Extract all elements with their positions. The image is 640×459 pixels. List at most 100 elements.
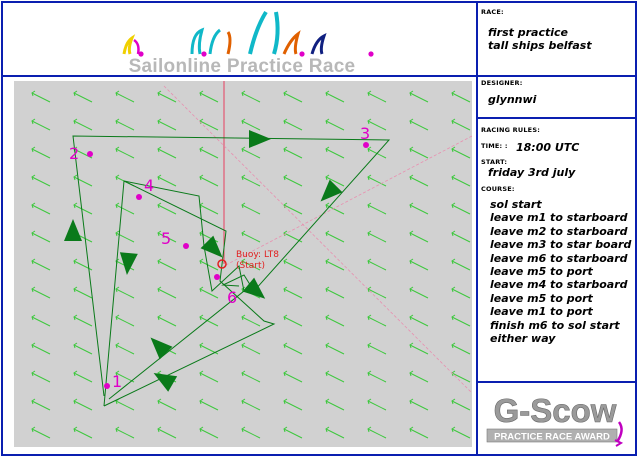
wind-arrow-icon xyxy=(241,258,261,271)
wind-arrow-icon xyxy=(199,90,219,103)
header-divider xyxy=(1,75,477,77)
wind-arrow-icon xyxy=(367,90,387,103)
race-line-1: first practice xyxy=(488,26,568,39)
wind-arrow-icon xyxy=(199,174,219,187)
wind-arrow-icon xyxy=(325,286,345,299)
course-step: leave m1 to starboard xyxy=(490,211,628,225)
wind-arrow-icon xyxy=(409,286,429,299)
wind-arrow-icon xyxy=(199,314,219,327)
wind-arrow-icon xyxy=(73,398,93,411)
mark-2-icon[interactable] xyxy=(87,151,93,157)
mark-3-icon[interactable] xyxy=(363,142,369,148)
leg-arrows xyxy=(64,130,343,392)
time-label: TIME: : xyxy=(481,142,508,150)
wind-arrow-icon xyxy=(409,426,429,439)
wind-arrow-icon xyxy=(157,90,177,103)
g-scow-name: G-Scow xyxy=(494,392,617,429)
wind-arrow-icon xyxy=(451,174,471,187)
wind-arrow-icon xyxy=(283,90,303,103)
wind-arrow-icon xyxy=(31,118,51,131)
wind-arrow-icon xyxy=(325,258,345,271)
wind-arrow-icon xyxy=(31,258,51,271)
wind-arrow-icon xyxy=(241,230,261,243)
wind-arrow-icon xyxy=(199,258,219,271)
wind-arrow-icon xyxy=(157,202,177,215)
mark-4-icon[interactable] xyxy=(136,194,142,200)
course-legs xyxy=(72,135,391,407)
wind-arrow-icon xyxy=(325,118,345,131)
wind-arrow-icon xyxy=(367,314,387,327)
wind-arrow-icon xyxy=(199,370,219,383)
course-list: sol start leave m1 to starboard leave m2… xyxy=(490,198,631,345)
wind-arrow-icon xyxy=(115,118,135,131)
wind-arrow-icon xyxy=(451,342,471,355)
wind-arrow-icon xyxy=(115,286,135,299)
mark-1-icon[interactable] xyxy=(104,383,110,389)
leg-arrow-icon xyxy=(153,373,178,392)
wind-arrow-icon xyxy=(409,370,429,383)
mark-6-label: 6 xyxy=(227,288,237,307)
wind-arrow-icon xyxy=(409,118,429,131)
wind-arrow-icon xyxy=(283,314,303,327)
mark-6-icon[interactable] xyxy=(214,274,220,280)
wind-arrow-icon xyxy=(283,202,303,215)
wind-arrow-icon xyxy=(451,230,471,243)
wind-arrow-icon xyxy=(157,286,177,299)
wind-arrow-icon xyxy=(367,370,387,383)
wind-arrow-icon xyxy=(115,398,135,411)
wind-arrow-icon xyxy=(409,398,429,411)
wind-arrow-icon xyxy=(199,426,219,439)
wind-arrow-icon xyxy=(31,426,51,439)
wind-arrow-icon xyxy=(325,342,345,355)
wind-arrow-icon xyxy=(157,426,177,439)
mark-1-label: 1 xyxy=(112,372,122,391)
mark-3-label: 3 xyxy=(360,124,370,143)
wind-arrow-icon xyxy=(241,146,261,159)
wind-arrow-icon xyxy=(283,370,303,383)
wind-arrow-icon xyxy=(367,230,387,243)
start-buoy-icon[interactable] xyxy=(217,259,227,269)
course-step: sol start xyxy=(490,198,542,211)
wind-arrow-icon xyxy=(73,314,93,327)
mark-2-label: 2 xyxy=(69,144,79,163)
wind-arrow-icon xyxy=(283,146,303,159)
mark-4-label: 4 xyxy=(144,176,154,195)
wind-arrow-icon xyxy=(367,118,387,131)
wind-arrow-icon xyxy=(73,286,93,299)
leg-arrow-icon xyxy=(320,179,343,202)
designer-divider xyxy=(477,117,637,119)
sailonline-logo: Sailonline Practice Race xyxy=(14,4,470,77)
designer-name: glynnwi xyxy=(488,93,537,106)
wind-arrow-icon xyxy=(325,398,345,411)
mark-5-icon[interactable] xyxy=(183,243,189,249)
wind-arrow-icon xyxy=(451,286,471,299)
wind-arrow-icon xyxy=(73,342,93,355)
wind-arrow-icon xyxy=(451,370,471,383)
wind-arrow-icon xyxy=(31,90,51,103)
wind-arrow-icon xyxy=(31,286,51,299)
wind-arrow-icon xyxy=(451,314,471,327)
wind-arrow-icon xyxy=(157,230,177,243)
wind-arrow-icon xyxy=(241,118,261,131)
wind-arrow-icon xyxy=(31,202,51,215)
wind-arrow-icon xyxy=(451,118,471,131)
race-name: first practice tall ships belfast xyxy=(488,26,592,53)
wind-arrow-icon xyxy=(73,426,93,439)
mark-5-label: 5 xyxy=(161,229,171,248)
wind-arrow-icon xyxy=(451,90,471,103)
wind-arrow-icon xyxy=(367,202,387,215)
wind-arrow-icon xyxy=(241,90,261,103)
start-line-diagonal xyxy=(163,85,472,394)
race-title: Sailonline Practice Race xyxy=(128,56,356,77)
g-scow-subtitle: PRACTICE RACE AWARD xyxy=(494,432,610,443)
wind-arrow-icon xyxy=(157,314,177,327)
wind-arrow-icon xyxy=(367,398,387,411)
wind-arrow-icon xyxy=(241,370,261,383)
start-label-heading: START: xyxy=(481,158,508,166)
wind-arrow-icon xyxy=(325,146,345,159)
g-scow-badge: G-Scow PRACTICE RACE AWARD xyxy=(479,384,631,450)
leg-arrow-icon xyxy=(200,235,223,258)
